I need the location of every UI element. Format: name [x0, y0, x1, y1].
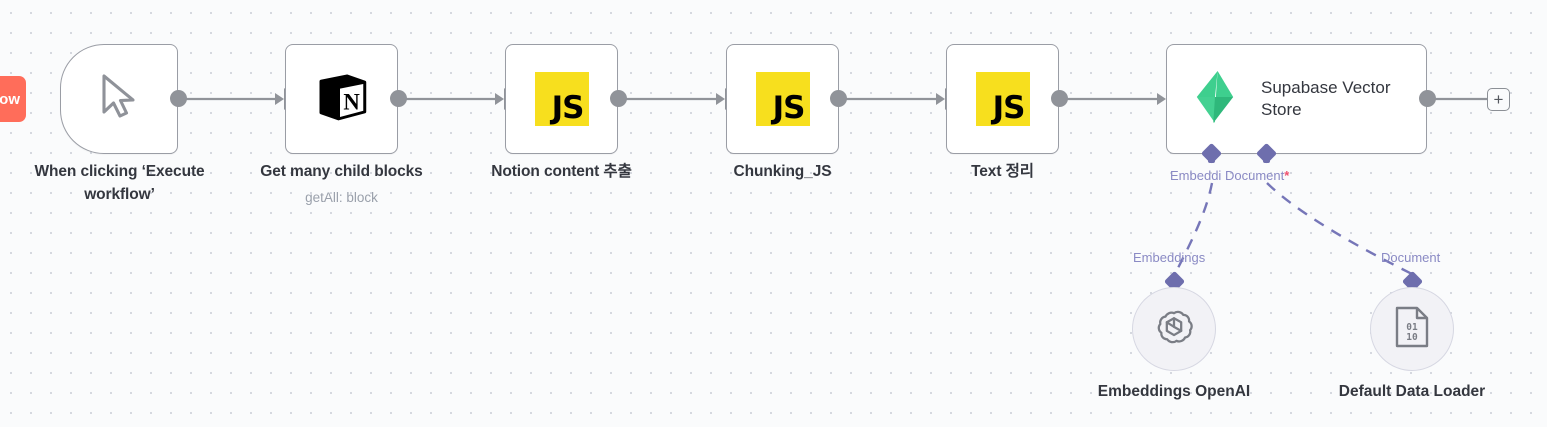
- node-get-many-child-blocks[interactable]: N: [285, 44, 398, 154]
- javascript-icon: JS: [975, 72, 1030, 126]
- node-sublabel-notion: getAll: block: [305, 190, 378, 205]
- svg-text:N: N: [343, 89, 360, 114]
- output-port-trigger[interactable]: [170, 90, 187, 107]
- node-title-supabase: Supabase Vector Store: [1261, 77, 1391, 119]
- node-label-code2: Chunking_JS: [733, 163, 832, 180]
- output-port-code3[interactable]: [1051, 90, 1068, 107]
- javascript-icon-text: JS: [992, 89, 1026, 126]
- subnode-label-embeddings-openai: Embeddings OpenAI: [1097, 383, 1251, 400]
- subnode-label-default-data-loader: Default Data Loader: [1338, 383, 1486, 400]
- node-supabase-vector-store[interactable]: Supabase Vector Store: [1166, 44, 1427, 154]
- execute-workflow-button-label: ow: [0, 90, 20, 108]
- connector-label-document: Document*: [1225, 168, 1289, 183]
- node-label-trigger: When clicking ‘Execute workflow’: [34, 163, 205, 203]
- node-label-code3: Text 정리: [971, 163, 1034, 180]
- node-text-cleanup[interactable]: JS: [946, 44, 1059, 154]
- connector-label-embeddings: Embeddi: [1170, 168, 1222, 183]
- node-notion-content-extract[interactable]: JS: [505, 44, 618, 154]
- node-label-notion: Get many child blocks: [260, 163, 423, 180]
- subnode-connector-label-document: Document: [1381, 250, 1441, 265]
- edge-supabase-to-embeddings: [1173, 182, 1214, 275]
- javascript-icon: JS: [755, 72, 810, 126]
- javascript-icon-text: JS: [551, 89, 585, 126]
- execute-workflow-button[interactable]: ow: [0, 76, 26, 122]
- svg-text:01: 01: [1406, 322, 1418, 333]
- output-port-notion[interactable]: [390, 90, 407, 107]
- required-asterisk: *: [1284, 168, 1290, 183]
- subnode-connector-label-embeddings: Embeddings: [1133, 250, 1206, 265]
- arrow-into-supabase: [1157, 92, 1166, 105]
- arrow-into-code1: [495, 92, 504, 105]
- connector-label-document-text: Document: [1225, 168, 1285, 183]
- output-port-code1[interactable]: [610, 90, 627, 107]
- notion-icon: N: [314, 69, 370, 130]
- node-when-clicking-execute-workflow[interactable]: [60, 44, 178, 154]
- javascript-icon: JS: [534, 72, 589, 126]
- subnode-default-data-loader[interactable]: 01 10: [1370, 287, 1454, 371]
- svg-text:10: 10: [1406, 332, 1418, 343]
- output-port-code2[interactable]: [830, 90, 847, 107]
- arrow-into-code3: [936, 92, 945, 105]
- edge-supabase-to-document: [1266, 182, 1413, 276]
- output-port-supabase[interactable]: [1419, 90, 1436, 107]
- binary-document-icon: 01 10: [1392, 305, 1432, 354]
- add-node-button[interactable]: +: [1487, 88, 1510, 111]
- cursor-pointer-icon: [96, 72, 142, 127]
- supabase-icon: [1189, 69, 1241, 130]
- node-chunking-js[interactable]: JS: [726, 44, 839, 154]
- openai-icon: [1153, 306, 1195, 353]
- javascript-icon-text: JS: [772, 89, 806, 126]
- arrow-into-code2: [716, 92, 725, 105]
- add-node-button-label: +: [1493, 90, 1504, 109]
- node-label-code1: Notion content 추출: [491, 163, 632, 180]
- arrow-into-notion: [275, 92, 284, 105]
- subnode-embeddings-openai[interactable]: [1132, 287, 1216, 371]
